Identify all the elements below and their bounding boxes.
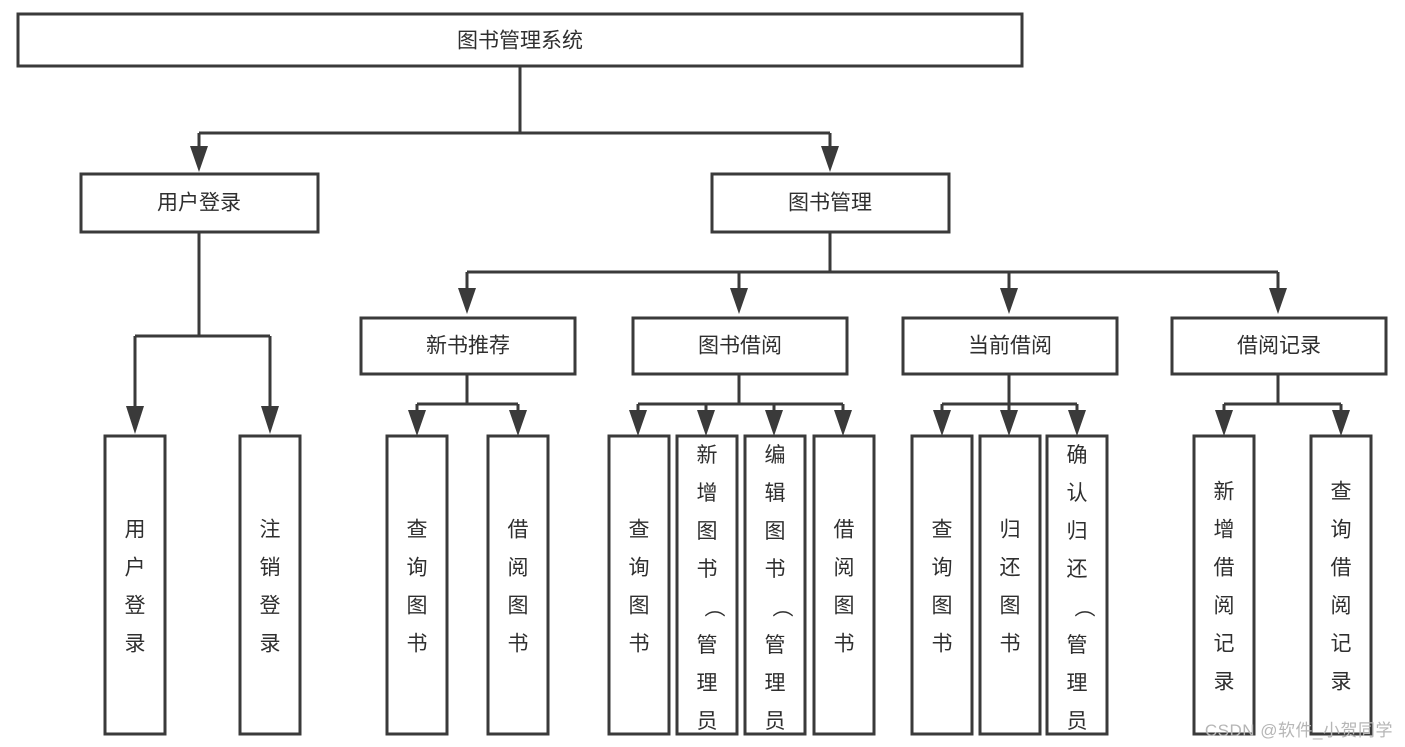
arrowhead-borrow-leaf-4	[834, 410, 852, 436]
leaf-record-add-label: 新增借阅记录	[1214, 480, 1235, 693]
leaf-borrow-add-book[interactable]: 新增图书管理员 （）	[675, 434, 739, 747]
leaf-current-return-book-label: 归还图书	[1000, 518, 1021, 655]
node-book-manage-label: 图书管理	[788, 192, 872, 215]
arrowhead-current-leaf-1	[933, 410, 951, 436]
arrowhead-borrow-leaf-3	[765, 410, 783, 436]
node-book-borrow-label: 图书借阅	[698, 335, 782, 358]
node-book-borrow-box[interactable]	[631, 316, 849, 376]
leaf-borrow-add-book-box[interactable]	[675, 434, 739, 736]
leaf-borrow-borrow-book-box[interactable]	[812, 434, 876, 736]
leaf-recommend-borrow-book[interactable]: 借阅图书	[486, 434, 550, 736]
leaf-current-return-book-box[interactable]	[978, 434, 1042, 736]
leaf-current-query-book[interactable]: 查询图书	[910, 434, 974, 736]
arrowhead-current-leaf-2	[1000, 410, 1018, 436]
leaf-record-add-box[interactable]	[1192, 434, 1256, 736]
leaf-borrow-borrow-book-label: 借阅图书	[834, 518, 855, 655]
leaf-label-char: （	[1072, 597, 1095, 618]
node-current-borrow[interactable]: 当前借阅	[901, 316, 1119, 376]
arrowhead-user-login	[190, 146, 208, 172]
node-root[interactable]: 图书管理系统	[16, 12, 1024, 68]
arrowhead-borrow-record	[1269, 288, 1287, 314]
arrowhead-recommend-leaf-2	[509, 410, 527, 436]
leaf-label-char: （	[770, 597, 793, 618]
leaf-current-confirm-return[interactable]: 确认归还管理员 （）	[1045, 434, 1109, 747]
arrowhead-leaf-user-login	[126, 406, 144, 434]
arrowhead-book-manage	[821, 146, 839, 172]
leaf-borrow-edit-book-label: 编辑图书管理员	[765, 444, 786, 733]
leaf-borrow-query-book-label: 查询图书	[629, 518, 650, 655]
leaf-borrow-query-book-box[interactable]	[607, 434, 671, 736]
leaf-logout[interactable]: 注销登录	[238, 434, 302, 736]
node-book-borrow[interactable]: 图书借阅	[631, 316, 849, 376]
node-user-login-box[interactable]	[79, 172, 320, 234]
arrowhead-record-leaf-2	[1332, 410, 1350, 436]
node-book-manage[interactable]: 图书管理	[710, 172, 951, 234]
leaf-current-query-book-box[interactable]	[910, 434, 974, 736]
node-new-book-recommend-label: 新书推荐	[426, 335, 510, 358]
leaf-borrow-edit-book[interactable]: 编辑图书管理员 （）	[743, 434, 807, 747]
leaf-recommend-query-book[interactable]: 查询图书	[385, 434, 449, 736]
leaf-logout-box[interactable]	[238, 434, 302, 736]
leaf-record-query[interactable]: 查询借阅记录	[1309, 434, 1373, 736]
node-current-borrow-box[interactable]	[901, 316, 1119, 376]
leaf-user-login-box[interactable]	[103, 434, 167, 736]
leaf-current-return-book[interactable]: 归还图书	[978, 434, 1042, 736]
node-user-login-label: 用户登录	[157, 192, 241, 215]
leaf-borrow-add-book-label: 新增图书管理员	[697, 444, 718, 733]
node-borrow-record-label: 借阅记录	[1237, 335, 1321, 358]
arrowhead-borrow-leaf-1	[629, 410, 647, 436]
leaf-borrow-borrow-book[interactable]: 借阅图书	[812, 434, 876, 736]
leaf-user-login[interactable]: 用户登录	[103, 434, 167, 736]
leaf-current-confirm-return-label: 确认归还管理员	[1067, 444, 1088, 733]
node-user-login[interactable]: 用户登录	[79, 172, 320, 234]
leaf-borrow-edit-book-box[interactable]	[743, 434, 807, 736]
connector-layer	[126, 66, 1350, 436]
leaf-recommend-borrow-book-box[interactable]	[486, 434, 550, 736]
leaf-record-query-label: 查询借阅记录	[1331, 480, 1352, 693]
leaf-borrow-query-book[interactable]: 查询图书	[607, 434, 671, 736]
leaf-recommend-query-book-label: 查询图书	[407, 518, 428, 655]
arrowhead-current-leaf-3	[1068, 410, 1086, 436]
arrowhead-borrow-leaf-2	[697, 410, 715, 436]
leaf-current-confirm-return-box[interactable]	[1045, 434, 1109, 736]
leaf-current-query-book-label: 查询图书	[932, 518, 953, 655]
leaf-record-query-box[interactable]	[1309, 434, 1373, 736]
leaf-recommend-query-book-box[interactable]	[385, 434, 449, 736]
node-root-label: 图书管理系统	[457, 30, 583, 53]
arrowhead-current-borrow	[1000, 288, 1018, 314]
arrowhead-new-book-recommend	[458, 288, 476, 314]
node-book-manage-box[interactable]	[710, 172, 951, 234]
leaf-record-add[interactable]: 新增借阅记录	[1192, 434, 1256, 736]
node-borrow-record[interactable]: 借阅记录	[1170, 316, 1388, 376]
arrowhead-leaf-logout	[261, 406, 279, 434]
node-new-book-recommend-box[interactable]	[359, 316, 577, 376]
node-borrow-record-box[interactable]	[1170, 316, 1388, 376]
node-current-borrow-label: 当前借阅	[968, 335, 1052, 358]
arrowhead-recommend-leaf-1	[408, 410, 426, 436]
arrowhead-record-leaf-1	[1215, 410, 1233, 436]
node-root-box[interactable]	[16, 12, 1024, 68]
leaf-logout-label: 注销登录	[260, 518, 281, 655]
leaf-user-login-label: 用户登录	[125, 518, 146, 655]
node-new-book-recommend[interactable]: 新书推荐	[359, 316, 577, 376]
arrowhead-book-borrow	[730, 288, 748, 314]
leaf-label-char: （	[702, 597, 725, 618]
leaf-recommend-borrow-book-label: 借阅图书	[508, 518, 529, 655]
